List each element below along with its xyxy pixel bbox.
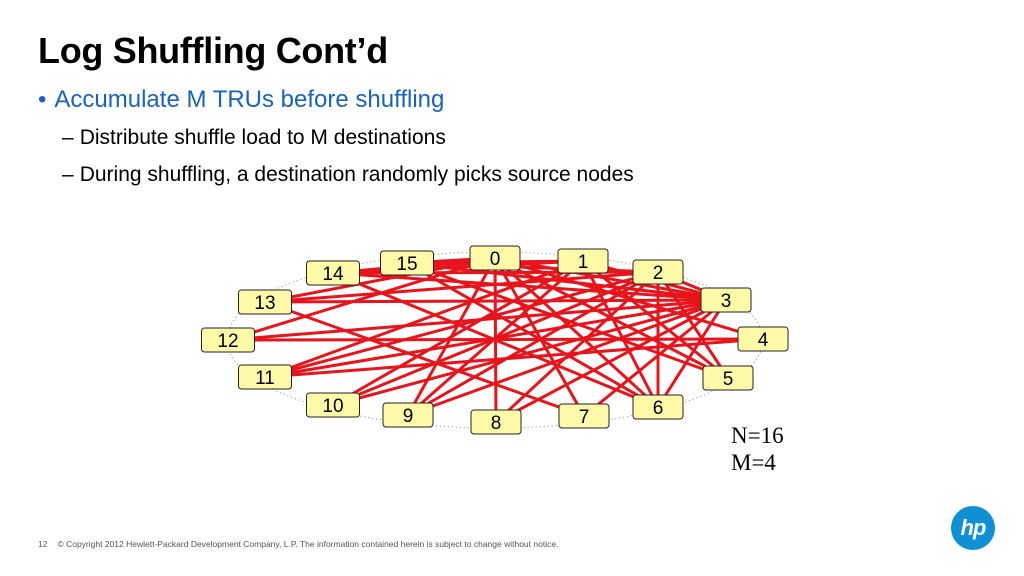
- node-7: 7: [558, 403, 610, 429]
- node-box: [380, 250, 434, 276]
- sub-bullet-marker: –: [62, 163, 74, 186]
- node-box: [306, 392, 360, 418]
- node-5: 5: [702, 365, 754, 391]
- footer: 12 © Copyright 2012 Hewlett-Packard Devel…: [38, 539, 558, 549]
- node-1: 1: [557, 248, 609, 274]
- node-label: 0: [490, 249, 501, 270]
- params-box: N=16 M=4: [731, 422, 784, 476]
- main-bullet-text: Accumulate M TRUs before shuffling: [54, 86, 445, 113]
- node-box: [737, 326, 789, 352]
- node-15: 15: [380, 250, 434, 276]
- node-box: [700, 287, 752, 313]
- hp-logo-icon: hp: [951, 506, 995, 550]
- edge-5-15: [406, 261, 729, 380]
- node-box: [632, 259, 684, 285]
- node-0: 0: [469, 245, 521, 271]
- edge-3-13: [264, 298, 727, 304]
- edge-6-14: [332, 271, 659, 409]
- node-label: 9: [403, 406, 414, 427]
- copyright-text: © Copyright 2012 Hewlett-Packard Develop…: [57, 539, 559, 549]
- node-label: 3: [721, 291, 732, 312]
- node-label: 4: [758, 330, 769, 351]
- node-box: [306, 260, 360, 286]
- edge-0-3: [494, 256, 727, 302]
- edge-6-15: [406, 261, 659, 409]
- node-box: [558, 403, 610, 429]
- node-label: 5: [723, 369, 734, 390]
- node-box: [557, 248, 609, 274]
- node-box: [382, 402, 434, 428]
- edge-3-15: [406, 261, 727, 302]
- edge-2-15: [406, 261, 659, 274]
- node-label: 2: [653, 263, 664, 284]
- edge-2-13: [264, 270, 659, 304]
- node-8: 8: [470, 409, 522, 435]
- node-label: 1: [578, 252, 589, 273]
- node-box: [470, 409, 522, 435]
- edge-3-14: [332, 271, 727, 302]
- node-14: 14: [306, 260, 360, 286]
- node-6: 6: [632, 394, 684, 420]
- edge-1-10: [332, 259, 584, 407]
- node-box: [238, 364, 292, 390]
- edge-3-8: [495, 298, 727, 424]
- node-label: 14: [322, 264, 344, 285]
- bullet-marker: •: [38, 86, 47, 113]
- m-param: M=4: [731, 450, 776, 475]
- edge-3-6: [656, 299, 728, 408]
- edge-2-8: [494, 270, 660, 424]
- edge-3-9: [407, 298, 727, 417]
- node-13: 13: [238, 289, 292, 315]
- node-2: 2: [632, 259, 684, 285]
- node-box: [632, 394, 684, 420]
- node-box: [238, 289, 292, 315]
- node-11: 11: [238, 364, 292, 390]
- edge-3-12: [227, 298, 727, 342]
- node-box: [702, 365, 754, 391]
- edge-3-7: [583, 298, 727, 418]
- sub-bullet-marker: –: [62, 126, 74, 149]
- node-label: 8: [491, 413, 502, 434]
- slide-title: Log Shuffling Cont’d: [38, 30, 388, 71]
- node-label: 6: [653, 398, 664, 419]
- node-label: 11: [255, 368, 275, 389]
- node-3: 3: [700, 287, 752, 313]
- node-box: [201, 327, 255, 353]
- node-box: [469, 245, 521, 271]
- node-label: 7: [579, 407, 590, 428]
- sub-bullet: –Distribute shuffle load to M destinatio…: [62, 126, 446, 150]
- node-label: 13: [254, 293, 275, 314]
- edge-1-14: [332, 259, 584, 275]
- node-10: 10: [306, 392, 360, 418]
- n-param: N=16: [731, 423, 784, 448]
- edge-2-9: [407, 270, 659, 417]
- node-label: 10: [322, 396, 343, 417]
- node-4: 4: [737, 326, 789, 352]
- node-12: 12: [201, 327, 255, 353]
- sub-bullet-text: Distribute shuffle load to M destination…: [79, 126, 446, 149]
- main-bullet: • Accumulate M TRUs before shuffling: [38, 86, 444, 114]
- node-9: 9: [382, 402, 434, 428]
- edge-2-5: [656, 271, 730, 379]
- edge-4-11: [264, 337, 764, 379]
- edge-7-13: [264, 300, 585, 418]
- page-number: 12: [38, 539, 48, 549]
- sub-bullet: –During shuffling, a destination randoml…: [62, 163, 634, 187]
- sub-bullet-text: During shuffling, a destination randomly…: [79, 163, 634, 186]
- node-label: 15: [396, 254, 417, 275]
- node-label: 12: [217, 331, 238, 352]
